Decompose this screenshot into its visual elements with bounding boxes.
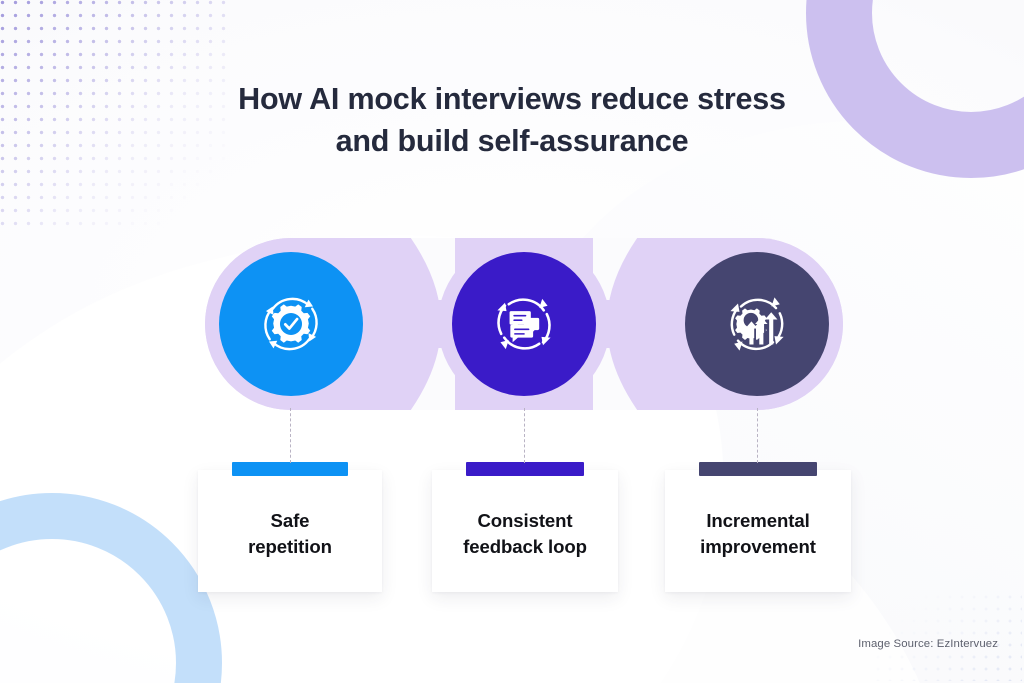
gear-check-refresh-icon [264, 297, 318, 351]
card-label-3-line-1: Incremental [706, 509, 810, 531]
card-incremental-improvement[interactable]: Incremental improvement [665, 462, 851, 592]
background-swoosh-left [0, 150, 802, 683]
process-node-incremental-improvement[interactable] [685, 252, 829, 396]
connector-line-3 [757, 408, 758, 463]
process-node-consistent-feedback-loop[interactable] [452, 252, 596, 396]
page-title: How AI mock interviews reduce stress and… [0, 78, 1024, 162]
card-accent-bar-1 [232, 462, 348, 476]
card-consistent-feedback-loop[interactable]: Consistent feedback loop [432, 462, 618, 592]
page-title-line-1: How AI mock interviews reduce stress [238, 82, 786, 116]
process-chain [205, 238, 843, 410]
page-title-line-2: and build self-assurance [335, 124, 689, 159]
card-label-2: Consistent feedback loop [453, 502, 597, 561]
card-label-2-line-2: feedback loop [463, 536, 587, 557]
card-label-3-line-2: improvement [700, 536, 816, 557]
card-accent-bar-2 [466, 462, 584, 476]
gear-growth-chart-refresh-icon [730, 297, 784, 351]
connector-line-1 [290, 408, 291, 463]
card-safe-repetition[interactable]: Safe repetition [198, 462, 382, 592]
node-disc-2 [452, 252, 596, 396]
node-disc-1 [219, 252, 363, 396]
card-label-2-line-1: Consistent [477, 509, 573, 531]
process-node-safe-repetition[interactable] [219, 252, 363, 396]
card-label-3: Incremental improvement [690, 502, 826, 561]
card-label-1: Safe repetition [238, 502, 342, 561]
card-row: Safe repetition Consistent feedback loop… [0, 462, 1024, 597]
dot-grid-pattern-bottom-right-icon [872, 591, 1022, 681]
card-accent-bar-3 [699, 462, 817, 476]
node-disc-3 [685, 252, 829, 396]
card-label-1-line-2: repetition [248, 536, 332, 557]
chat-bubbles-refresh-icon [497, 298, 551, 350]
card-label-1-line-1: Safe [270, 509, 310, 531]
connector-line-2 [524, 408, 525, 463]
image-source-attribution: Image Source: EzIntervuez [858, 638, 998, 650]
